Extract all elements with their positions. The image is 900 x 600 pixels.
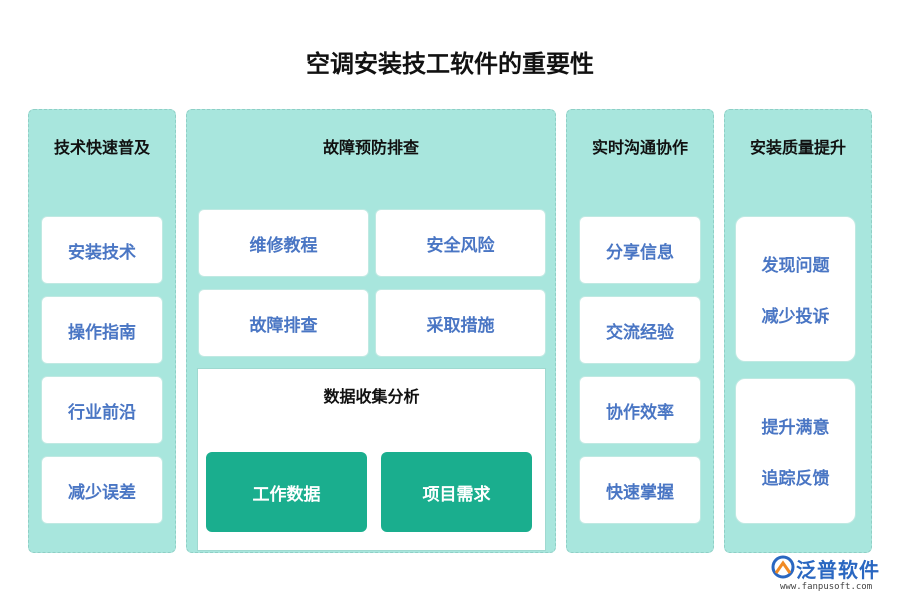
card-group-satisfaction: 提升满意 追踪反馈 <box>735 378 856 524</box>
column-realtime-collab: 实时沟通协作 分享信息 交流经验 协作效率 快速掌握 <box>566 109 714 553</box>
logo-url: www.fanpusoft.com <box>780 582 873 592</box>
column-heading: 故障预防排查 <box>322 138 419 157</box>
logo-icon <box>771 555 795 579</box>
column-heading: 安装质量提升 <box>749 138 846 157</box>
page-title: 空调安装技工软件的重要性 <box>306 50 594 78</box>
card-reduce-errors: 减少误差 <box>41 456 163 524</box>
item-raise-satisfaction: 提升满意 <box>761 418 830 438</box>
item-reduce-complaints: 减少投诉 <box>761 307 830 327</box>
card-exchange-experience: 交流经验 <box>579 296 701 364</box>
card-share-info: 分享信息 <box>579 216 701 284</box>
column-quality-improve: 安装质量提升 发现问题 减少投诉 提升满意 追踪反馈 <box>724 109 872 553</box>
item-track-feedback: 追踪反馈 <box>761 469 830 489</box>
card-take-measures: 采取措施 <box>375 289 546 357</box>
card-repair-tutorial: 维修教程 <box>198 209 369 277</box>
data-analysis-heading: 数据收集分析 <box>323 387 420 406</box>
card-collab-efficiency: 协作效率 <box>579 376 701 444</box>
column-tech-spread: 技术快速普及 安装技术 操作指南 行业前沿 减少误差 <box>28 109 176 553</box>
logo-name: 泛普软件 <box>796 558 880 582</box>
card-install-tech: 安装技术 <box>41 216 163 284</box>
card-safety-risk: 安全风险 <box>375 209 546 277</box>
card-operation-guide: 操作指南 <box>41 296 163 364</box>
card-fault-check: 故障排查 <box>198 289 369 357</box>
card-quick-master: 快速掌握 <box>579 456 701 524</box>
data-analysis-box: 数据收集分析 工作数据 项目需求 <box>197 368 546 551</box>
column-heading: 实时沟通协作 <box>591 138 688 157</box>
column-fault-prevention: 故障预防排查 维修教程 安全风险 故障排查 采取措施 数据收集分析 工作数据 项… <box>186 109 556 553</box>
card-project-needs: 项目需求 <box>381 452 532 532</box>
item-find-problems: 发现问题 <box>761 256 830 276</box>
card-work-data: 工作数据 <box>206 452 367 532</box>
card-group-issues: 发现问题 减少投诉 <box>735 216 856 362</box>
card-industry-frontier: 行业前沿 <box>41 376 163 444</box>
column-heading: 技术快速普及 <box>53 138 150 157</box>
brand-logo: 泛普软件 www.fanpusoft.com <box>770 554 892 594</box>
